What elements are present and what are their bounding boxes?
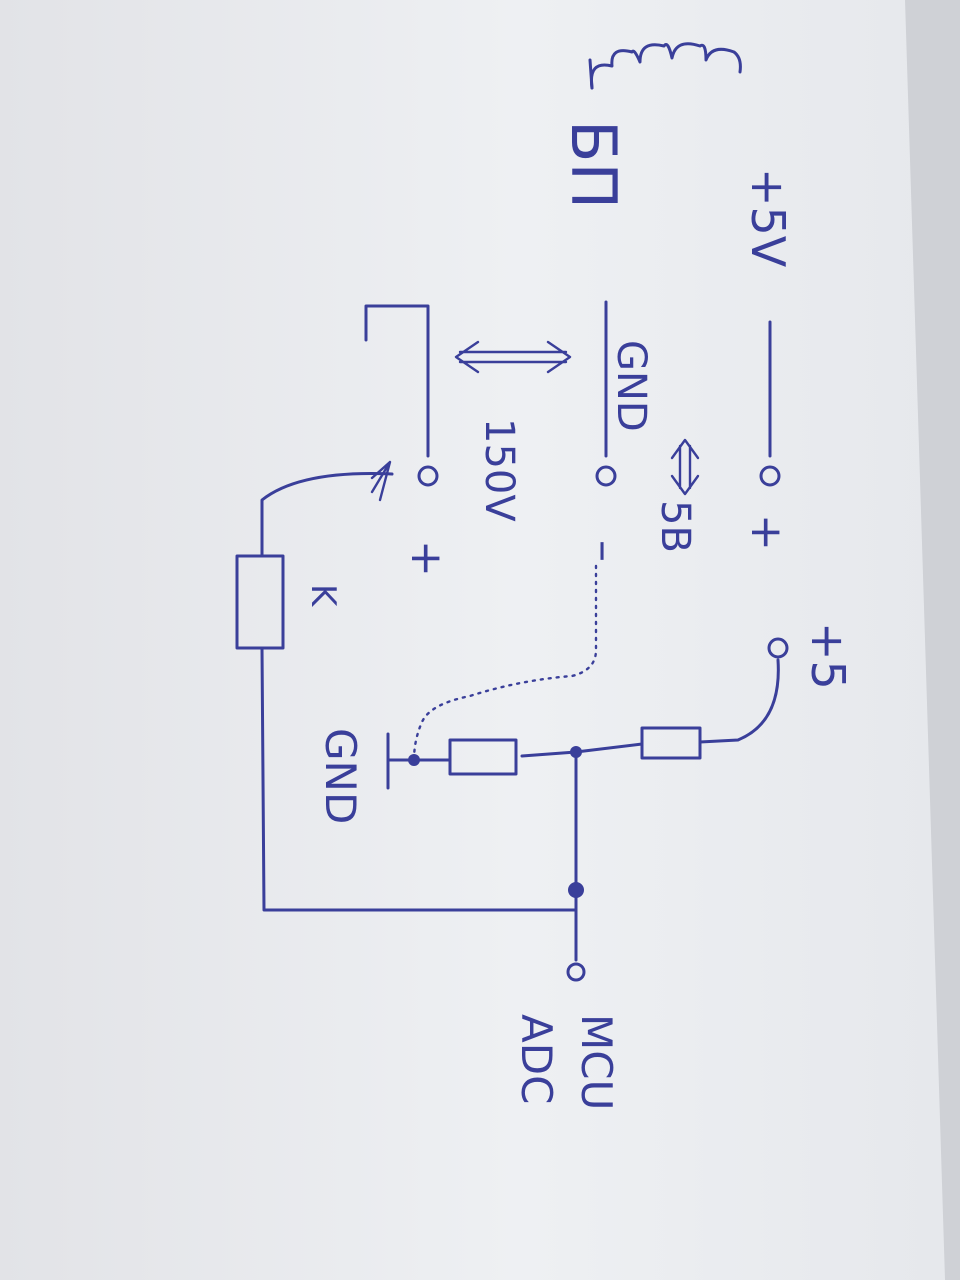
- gnd-terminal: [595, 465, 617, 487]
- pullup-wire: [574, 742, 644, 754]
- plus5v-terminal: [759, 465, 781, 487]
- k-upper-wire: [260, 472, 394, 558]
- plus5v-label: +5V: [741, 168, 795, 268]
- gnd-symbol: [386, 732, 416, 790]
- gnd-top-label: GND: [608, 340, 654, 432]
- v150-label: 150V: [476, 418, 522, 522]
- transformer-coil: [589, 42, 742, 90]
- hv-wire: [364, 304, 430, 458]
- psu-label: БП: [557, 120, 630, 209]
- adc-label: ADC: [512, 1014, 561, 1104]
- v5-double-arrow: [670, 438, 700, 496]
- plus-low-label: +: [401, 540, 452, 577]
- minus-mid-label: –: [579, 540, 630, 562]
- k-label: K: [303, 584, 343, 608]
- mcu-label: MCU: [572, 1014, 621, 1110]
- resistor-k: [235, 554, 285, 650]
- gnd-bottom-label: GND: [316, 728, 365, 824]
- lower-resistor-wire-right: [520, 750, 578, 758]
- plus-top-label: +: [741, 514, 792, 551]
- plus5-right-label: +5: [801, 622, 855, 690]
- hv-terminal: [417, 465, 439, 487]
- junction-bottom: [568, 882, 584, 898]
- k-lower-wire: [260, 646, 578, 912]
- resistor-lower: [448, 738, 518, 776]
- v150-double-arrow: [454, 340, 572, 374]
- adc-terminal: [566, 962, 586, 982]
- plus5-wire: [698, 658, 780, 744]
- gnd-return-dashed: [412, 564, 598, 762]
- v5-label: 5В: [652, 500, 698, 553]
- plus5-terminal: [767, 637, 789, 659]
- coil-lead: [588, 58, 594, 90]
